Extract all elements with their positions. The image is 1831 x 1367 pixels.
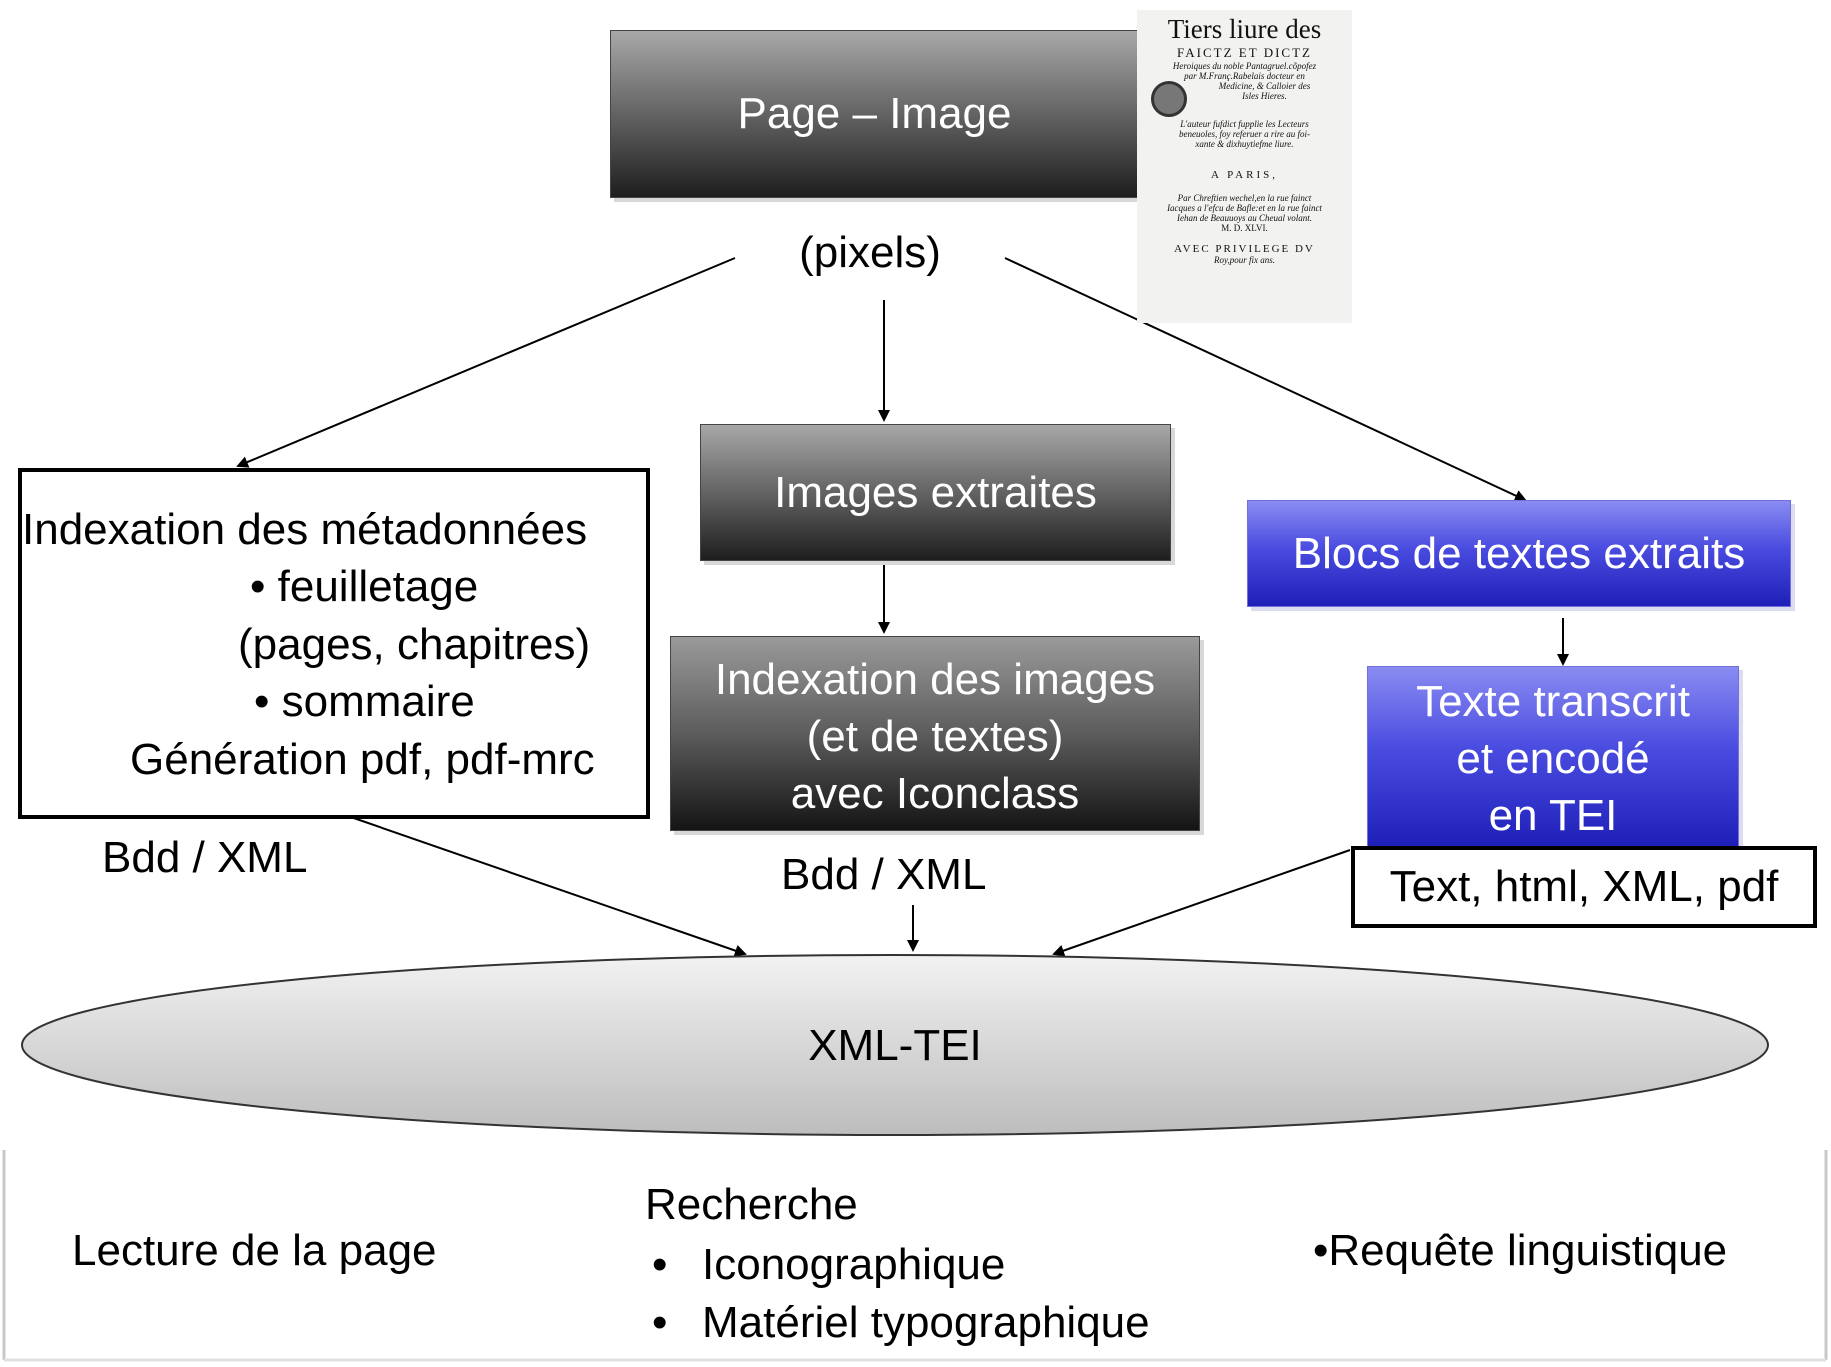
tei-transcript-line3: en TEI [1488,791,1618,840]
xml-tei-label: XML-TEI [808,1021,982,1070]
scan-line: L'auteur fufdict fupplie les Lecteurs [1180,119,1309,129]
tei-transcript-box: Texte transcrit et encodé en TEI [1367,666,1739,848]
arrow-to-metadata [236,257,736,468]
metadata-indexation-box [18,468,650,819]
page-image-label: Page – Image [737,89,1012,138]
metadata-title: Indexation des métadonnées [22,505,588,554]
arrow-to-text-blocks [1004,257,1527,502]
output-formats-box: Text, html, XML, pdf [1351,846,1817,928]
image-indexation-line2: (et de textes) [806,712,1064,761]
text-blocks-box: Blocs de textes extraits [1247,500,1791,607]
extracted-images-label: Images extraites [774,467,1097,517]
metadata-item-browsing-detail: (pages, chapitres) [238,620,591,669]
scan-line: FAICTZ ET DICTZ [1177,45,1312,60]
scan-line: Isles Hieres. [1242,91,1287,101]
search-title: Recherche [645,1180,858,1229]
scan-line: M. D. XLVI. [1221,223,1268,233]
scan-line: Iehan de Beauuoys au Cheual volant. [1177,213,1312,223]
image-indexation-line1: Indexation des images [714,655,1156,704]
image-indexation-line3: avec Iconclass [790,769,1080,818]
arrow-transcript-to-xml [1052,849,1351,957]
scan-line: Roy,pour fix ans. [1214,255,1275,265]
xml-tei-ellipse [21,954,1769,1136]
middle-bdd-xml-label: Bdd / XML [781,850,987,899]
scan-line: Iacques a l'efcu de Bafle:et en la rue f… [1167,203,1322,213]
left-bdd-xml-label: Bdd / XML [102,833,308,882]
image-indexation-box: Indexation des images (et de textes) ave… [670,636,1200,831]
arrow-metadata-to-xml [344,814,747,957]
text-blocks-label: Blocs de textes extraits [1292,528,1746,578]
scan-line: Tiers liure des [1167,14,1322,44]
scan-line: beneuoles, foy referuer a rire au foi- [1178,129,1311,139]
metadata-item-toc: • sommaire [254,677,475,726]
scan-line: Heroiques du noble Pantagruel.cõpofez [1172,61,1317,71]
scan-line: xante & dixhuytiefme liure. [1195,139,1294,149]
scanned-title-page: Tiers liure des FAICTZ ET DICTZ Heroique… [1137,10,1352,323]
search-item-iconographic: Iconographique [702,1240,1006,1289]
output-formats-label: Text, html, XML, pdf [1389,862,1779,911]
tei-transcript-line1: Texte transcrit [1416,677,1690,726]
search-bullet: • [652,1298,668,1347]
printer-device-seal-icon [1151,81,1187,117]
scan-line: Medicine, & Calloier des [1218,81,1311,91]
search-item-typographic: Matériel typographique [702,1298,1150,1347]
pixels-caption: (pixels) [799,228,941,277]
page-image-box: Page – Image [610,30,1139,198]
linguistic-query-label: •Requête linguistique [1313,1226,1728,1275]
scan-line: Par Chreftien wechel,en la rue fainct [1177,193,1312,203]
metadata-item-browsing: • feuilletage [250,562,479,611]
extracted-images-box: Images extraites [700,424,1171,561]
metadata-pdf-generation: Génération pdf, pdf-mrc [130,735,595,784]
page-reading-label: Lecture de la page [72,1226,437,1275]
scan-line: A PARIS, [1210,169,1278,181]
scan-line: par M.Franç.Rabelais docteur en [1184,71,1305,81]
search-bullet: • [652,1240,668,1289]
tei-transcript-line2: et encodé [1456,734,1650,783]
scan-line: AVEC PRIVILEGE DV [1174,243,1315,255]
